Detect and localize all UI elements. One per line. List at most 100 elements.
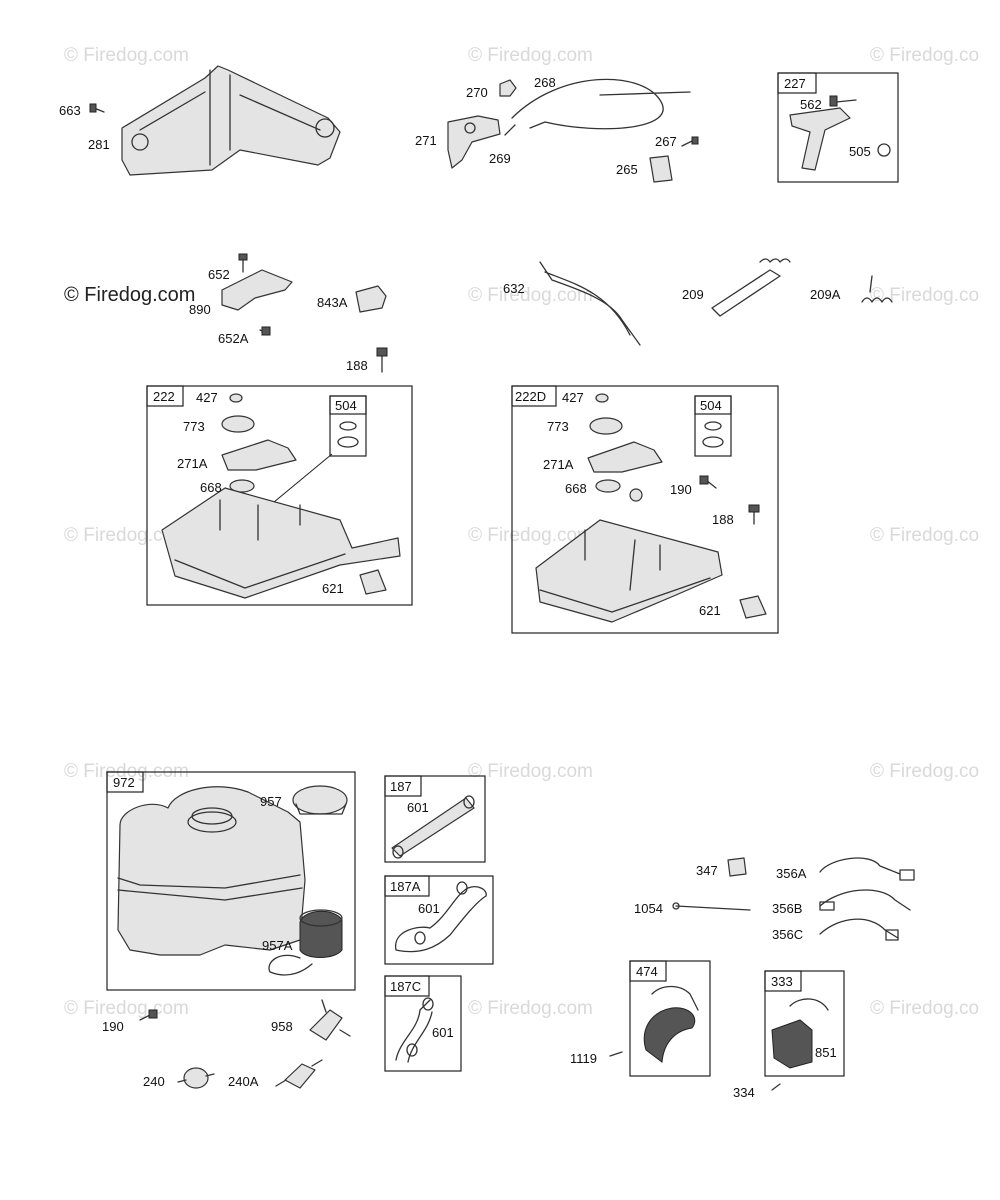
part-label-843a: 843A: [317, 295, 348, 310]
wire-356c-drawing: [819, 918, 899, 939]
connector-347-drawing: [727, 857, 747, 877]
bolt-190-head: [148, 1009, 158, 1019]
part-label-957a: 957A: [262, 938, 293, 953]
base-plate-222d-detail: [539, 529, 711, 613]
spring-209-rod: [711, 269, 781, 317]
kit-label-187a: 187A: [390, 879, 421, 894]
part-label-209a: 209A: [810, 287, 841, 302]
fuel-tank-drawing: [117, 786, 306, 956]
part-label-773: 773: [547, 419, 569, 434]
kit-label-187: 187: [390, 779, 412, 794]
bolt-190-drawing: [629, 488, 643, 502]
clip-843a-drawing: [355, 285, 387, 313]
plate-773-drawing: [221, 415, 255, 433]
module-333-wire: [789, 998, 829, 1011]
watermarks: © Firedog.com © Firedog.com © Firedog.co…: [64, 45, 979, 1019]
nut-270-drawing: [499, 79, 517, 97]
part-label-668: 668: [200, 480, 222, 495]
clamp-187-top: [463, 795, 475, 809]
part-label-890: 890: [189, 302, 211, 317]
lever-227-drawing: [789, 107, 851, 171]
watermark: © Firedog.com: [468, 761, 593, 782]
kit-333-tag: [764, 970, 802, 992]
bracket-890-drawing: [221, 269, 293, 311]
clip-621-drawing: [739, 595, 767, 619]
part-label-601: 601: [432, 1025, 454, 1040]
kit-label-504: 504: [700, 398, 722, 413]
washer-668-drawing: [229, 479, 255, 493]
kit-187c-tag: [384, 975, 430, 997]
nut-427-drawing: [595, 393, 609, 403]
part-label-1054: 1054: [634, 901, 663, 916]
part-label-271a: 271A: [543, 457, 574, 472]
filter-240a-drawing: [284, 1063, 316, 1089]
lever-271-drawing: [447, 115, 501, 169]
watermark: © Firedog.com: [468, 285, 593, 306]
watermark: © Firedog.co: [870, 285, 979, 306]
part-label-240a: 240A: [228, 1074, 259, 1089]
part-label-356a: 356A: [776, 866, 807, 881]
clamp-187a-bottom: [414, 931, 426, 945]
part-label-190: 190: [102, 1019, 124, 1034]
kit-222d-tag: [511, 385, 557, 407]
part-label-271: 271: [415, 133, 437, 148]
kit-504-tag: [329, 395, 367, 415]
link-632-detail: [544, 271, 631, 336]
bracket-890-group: 652 890 652A 843A 188: [189, 253, 388, 373]
clamp-187c-bottom: [406, 1043, 418, 1057]
part-label-632: 632: [503, 281, 525, 296]
control-cable-group: 270 268 271 269 267 265: [415, 75, 699, 183]
kit-474-frame: [629, 960, 711, 1077]
links-springs-group: 632 209 209A: [503, 258, 893, 346]
part-label-427: 427: [562, 390, 584, 405]
kit-187: 187 601: [384, 775, 486, 863]
part-label-663: 663: [59, 103, 81, 118]
clamp-187a-top: [456, 881, 468, 895]
kit-label-474: 474: [636, 964, 658, 979]
part-label-957: 957: [260, 794, 282, 809]
spring-209a-drawing: [861, 275, 893, 303]
part-label-347: 347: [696, 863, 718, 878]
bracket-281-hole: [131, 133, 149, 151]
part-label-269: 269: [489, 151, 511, 166]
pin-269-drawing: [504, 124, 516, 136]
wiring-group: 347 356A 1054 356B 356C: [634, 857, 915, 942]
screw-652-head: [238, 253, 248, 261]
fuel-cap-957a-drawing: [299, 910, 343, 958]
fuel-tank-seam: [117, 874, 303, 901]
washer-504-top: [339, 421, 357, 431]
kit-333: 333 851 334: [733, 970, 845, 1100]
clamp-187-bottom: [392, 845, 404, 859]
lever-271-pivot: [464, 122, 476, 134]
kit-227-frame: [777, 72, 899, 183]
screw-267-head: [691, 136, 699, 145]
part-label-188: 188: [712, 512, 734, 527]
clamp-187c-top: [422, 997, 434, 1011]
part-label-334: 334: [733, 1085, 755, 1100]
lever-271a-drawing: [587, 441, 663, 473]
bolt-188-head: [376, 347, 388, 357]
kit-474: 474 1119: [570, 960, 711, 1077]
spring-209-coil: [759, 258, 791, 263]
washer-668-drawing: [595, 479, 621, 493]
bolt-562-drawing: [835, 99, 857, 103]
tie-1054-drawing: [675, 905, 751, 911]
part-label-356b: 356B: [772, 901, 802, 916]
part-label-270: 270: [466, 85, 488, 100]
bolt-188-head: [748, 504, 760, 513]
washer-504-bottom: [337, 436, 359, 448]
nut-505-drawing: [877, 143, 891, 157]
valve-958-ports: [321, 999, 351, 1037]
kit-187-tag: [384, 775, 422, 797]
wire-356a-drawing: [819, 857, 901, 875]
base-plate-222-detail: [174, 499, 346, 589]
washer-504-top: [704, 421, 722, 431]
bracket-281-knob: [315, 118, 335, 138]
kit-333-frame: [764, 970, 845, 1077]
part-label-188-upper: 188: [346, 358, 368, 373]
kit-label-972: 972: [113, 775, 135, 790]
part-label-668: 668: [565, 481, 587, 496]
kit-222: 222 504 427 773 271A 668 621: [146, 385, 413, 606]
plate-773-drawing: [589, 417, 623, 435]
kit-222-tag: [146, 385, 184, 407]
